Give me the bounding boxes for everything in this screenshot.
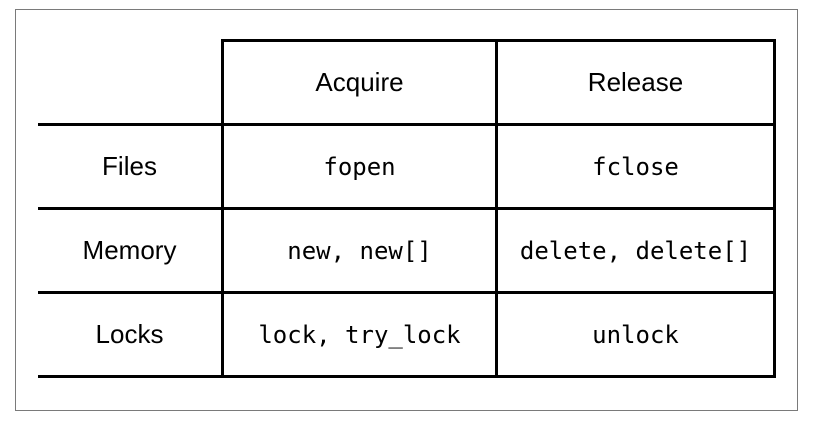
header-bottom-border: [38, 123, 776, 126]
table-right-border: [773, 39, 776, 378]
row-label-files: Files: [102, 151, 157, 181]
cell-memory-release: delete, delete[]: [519, 236, 752, 265]
column-header-acquire: Acquire: [315, 67, 404, 97]
cell-locks-release: unlock: [592, 320, 679, 349]
row-divider: [38, 207, 776, 210]
table-bottom-border: [38, 375, 776, 378]
column-divider-label: [221, 39, 224, 378]
figure-frame: [15, 9, 798, 411]
cell-memory-acquire: new, new[]: [287, 236, 432, 265]
row-label-memory: Memory: [82, 235, 177, 265]
column-divider-middle: [495, 39, 498, 378]
row-divider: [38, 291, 776, 294]
header-top-border: [221, 39, 776, 42]
column-header-release: Release: [587, 67, 684, 97]
cell-locks-acquire: lock, try_lock: [258, 320, 461, 349]
row-label-locks: Locks: [95, 319, 164, 349]
cell-files-release: fclose: [592, 152, 679, 181]
cell-files-acquire: fopen: [323, 152, 396, 181]
